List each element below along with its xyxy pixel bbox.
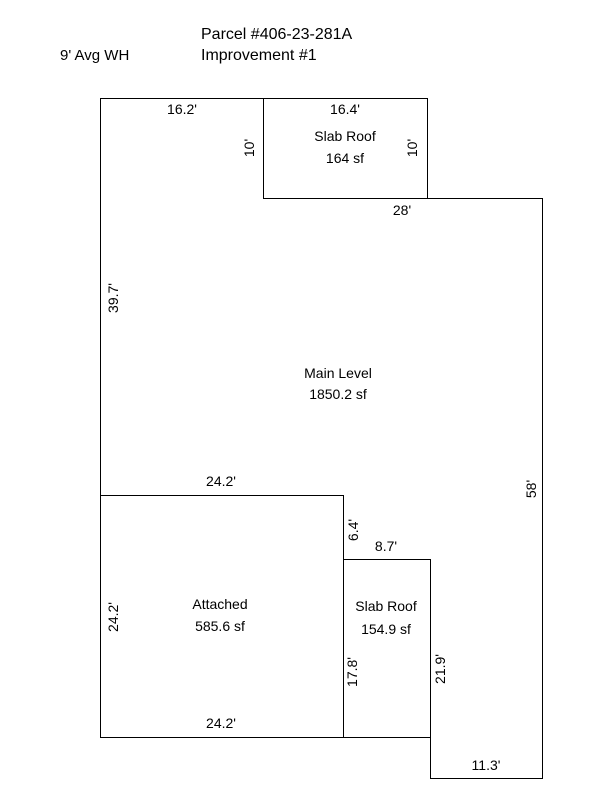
slab-roof-top-area: 164 sf <box>326 150 364 166</box>
dim-attached-top: 24.2' <box>206 473 236 489</box>
dim-attached-left: 24.2' <box>105 602 121 632</box>
slab-roof-bottom-outline <box>343 559 431 738</box>
dim-slab-bottom-top: 8.7' <box>375 538 397 554</box>
dim-slab-top-right: 10' <box>404 139 420 157</box>
dim-main-right: 58' <box>523 480 539 498</box>
slab-roof-bottom-area: 154.9 sf <box>361 621 411 637</box>
improvement-label: Improvement #1 <box>201 47 317 64</box>
dim-main-bottom: 11.3' <box>472 757 501 773</box>
slab-roof-top-name: Slab Roof <box>314 128 376 144</box>
dim-slab-bottom-left: 17.8' <box>344 657 360 687</box>
dim-notch-vertical: 6.4' <box>345 519 361 541</box>
attached-outline <box>100 495 344 738</box>
parcel-number: Parcel #406-23-281A <box>201 26 353 43</box>
dim-slab-top-top: 16.4' <box>330 101 360 117</box>
dim-main-top-left: 16.2' <box>167 101 197 117</box>
main-level-name: Main Level <box>304 365 372 381</box>
slab-roof-bottom-name: Slab Roof <box>355 598 417 614</box>
attached-name: Attached <box>192 596 247 612</box>
dim-attached-bottom: 24.2' <box>206 715 236 731</box>
main-level-outline <box>100 98 543 779</box>
dim-main-left: 39.7' <box>105 283 121 313</box>
slab-roof-top-outline <box>263 98 428 199</box>
wall-height-label: 9' Avg WH <box>60 47 130 64</box>
dim-slab-top-left: 10' <box>241 139 257 157</box>
dim-main-top-right: 28' <box>393 202 411 218</box>
attached-area: 585.6 sf <box>195 618 245 634</box>
dim-slab-bottom-right: 21.9' <box>432 654 448 684</box>
main-level-area: 1850.2 sf <box>309 386 367 402</box>
